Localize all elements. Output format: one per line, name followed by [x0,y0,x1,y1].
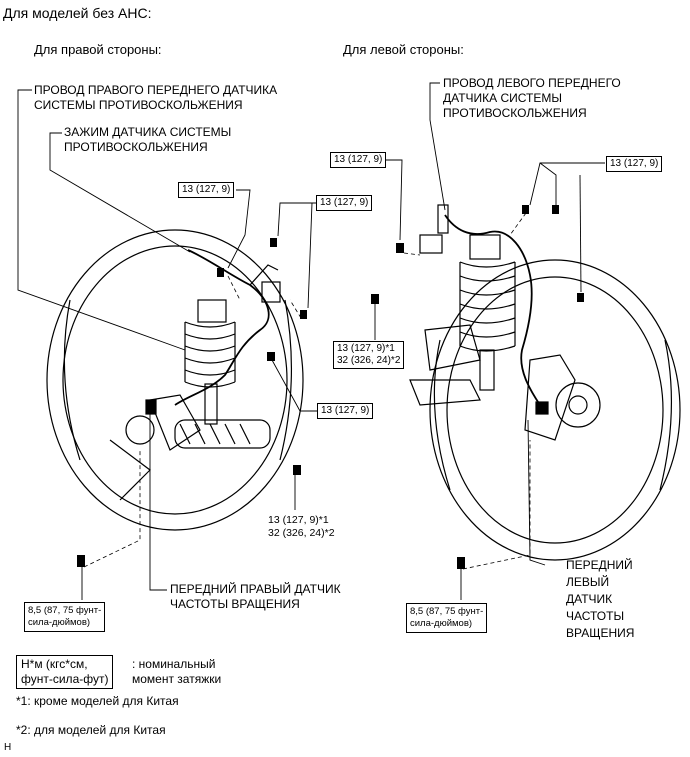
right-sensor-head [145,399,157,415]
right-strut-spring [184,299,236,425]
bolt-markers [77,205,584,569]
right-speed-sensor-label: ПЕРЕДНИЙ ПРАВЫЙ ДАТЧИК ЧАСТОТЫ ВРАЩЕНИЯ [170,582,341,611]
footnote-1: *1: кроме моделей для Китая [16,694,179,708]
right-side-title: Для правой стороны: [34,42,162,57]
right-knuckle-and-axle [109,394,271,501]
right-sensor-wire-label: ПРОВОД ПРАВОГО ПЕРЕДНЕГО ДАТЧИКА СИСТЕМЫ… [34,83,278,112]
right-torque-box-b: 13 (127, 9) [316,195,373,211]
right-sensor-clamp-label: ЗАЖИМ ДАТЧИКА СИСТЕМЫ ПРОТИВОСКОЛЬЖЕНИЯ [64,125,232,154]
left-torque-box-a: 13 (127, 9) [330,152,387,168]
left-sensor-head [535,401,549,415]
right-torque-box-e: 8,5 (87, 75 фунт- сила-дюймов) [24,602,106,632]
right-sensor-wire [174,249,270,406]
right-wheel-tire [46,229,304,531]
left-sensor-wire-label: ПРОВОД ЛЕВОГО ПЕРЕДНЕГО ДАТЧИКА СИСТЕМЫ … [443,76,621,120]
left-speed-sensor-label: ПЕРЕДНИЙ ЛЕВЫЙ ДАТЧИК ЧАСТОТЫ ВРАЩЕНИЯ [566,558,635,640]
torque-unit-description: : номинальный момент затяжки [132,657,222,686]
left-hub-and-caliper [409,324,601,441]
left-torque-box-b: 13 (127, 9) [606,156,663,172]
left-side-title: Для левой стороны: [343,42,464,57]
left-sensor-wire [444,214,541,406]
right-torque-box-a: 13 (127, 9) [178,182,235,198]
dashed-guides [83,212,531,570]
footnote-2: *2: для моделей для Китая [16,723,166,737]
right-torque-text-d: 13 (127, 9)*1 32 (326, 24)*2 [268,514,335,539]
right-torque-box-c: 13 (127, 9) [317,403,374,419]
left-wheel-tire [429,259,681,561]
left-torque-box-d: 8,5 (87, 75 фунт- сила-дюймов) [406,603,488,633]
left-strut-spring [459,234,516,391]
page-title: Для моделей без АНС: [3,5,152,21]
left-torque-box-c: 13 (127, 9)*1 32 (326, 24)*2 [333,341,405,369]
illustration-code: H [4,742,12,753]
torque-unit-box: Н*м (кгс*см, фунт-сила-фут) [16,655,114,689]
leader-lines [17,82,605,600]
